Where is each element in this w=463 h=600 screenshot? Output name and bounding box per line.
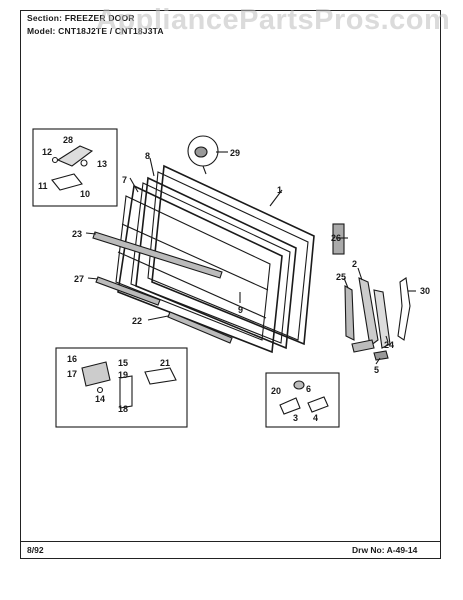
callout-17: 17: [67, 369, 77, 379]
inset-stop-parts: [265, 372, 340, 428]
callout-13: 13: [97, 159, 107, 169]
part-24-base-shape: [351, 339, 375, 353]
part-5-shape: [373, 350, 389, 361]
callout-27: 27: [74, 274, 84, 284]
leader-24: [385, 335, 389, 343]
liner-shelf-line-a: [121, 223, 269, 291]
handle-plate-shape: [51, 173, 83, 191]
footer-divider: [20, 541, 441, 542]
callout-30: 30: [420, 286, 430, 296]
callout-3: 3: [293, 413, 298, 423]
door-outer-panel: [151, 164, 315, 346]
leader-5: [375, 357, 381, 365]
footer-date: 8/92: [27, 545, 44, 555]
callout-4: 4: [313, 413, 318, 423]
leader-22: [147, 315, 169, 321]
callout-7: 7: [122, 175, 127, 185]
hinge-cover-shape: [144, 367, 177, 385]
stop-bracket-b-shape: [307, 396, 329, 413]
leader-2: [357, 267, 363, 281]
watermark: AppliancePartsPros.com: [96, 4, 451, 36]
leader-1: [269, 189, 283, 207]
callout-23: 23: [72, 229, 82, 239]
handle-clip-shape: [51, 156, 59, 164]
leader-23: [85, 232, 97, 235]
handle-screw-shape: [80, 159, 88, 167]
callout-26: 26: [331, 233, 341, 243]
callout-14: 14: [95, 394, 105, 404]
part-24-shape: [373, 289, 391, 349]
stop-bracket-a-shape: [279, 397, 301, 415]
callout-25: 25: [336, 272, 346, 282]
callout-15: 15: [118, 358, 128, 368]
footer-drawing-number: Drw No: A-49-14: [352, 545, 418, 555]
leader-7: [129, 177, 139, 193]
door-liner-recess: [115, 195, 271, 341]
hinge-plate-shape: [119, 375, 133, 409]
part-26-shape: [332, 223, 345, 255]
callout-20: 20: [271, 386, 281, 396]
model-title: Model: CNT18J2TE / CNT18J3TA: [27, 26, 164, 36]
leader-25: [343, 277, 349, 289]
bottom-shelf-bar: [167, 311, 233, 344]
hinge-screw-shape: [96, 386, 104, 394]
callout-12: 12: [42, 147, 52, 157]
door-liner: [117, 184, 283, 354]
callout-18: 18: [118, 404, 128, 414]
callout-19: 19: [118, 370, 128, 380]
part-2-shape: [358, 277, 379, 347]
callout-6: 6: [306, 384, 311, 394]
leader-27: [87, 277, 99, 280]
inset-hinge-parts: [55, 347, 188, 428]
callout-11: 11: [38, 181, 48, 191]
callout-16: 16: [67, 354, 77, 364]
callout-22: 22: [132, 316, 142, 326]
callout-9: 9: [238, 305, 243, 315]
page-frame: [20, 10, 441, 559]
cap-stem-line: [202, 165, 207, 175]
callout-2: 2: [352, 259, 357, 269]
callout-29: 29: [230, 148, 240, 158]
door-outer-inner-edge: [147, 171, 309, 341]
callout-5: 5: [374, 365, 379, 375]
liner-shelf-line-b: [117, 251, 267, 319]
section-title: Section: FREEZER DOOR: [27, 13, 135, 23]
inset-handle-parts: [32, 128, 118, 207]
callout-24: 24: [384, 340, 394, 350]
callout-28: 28: [63, 135, 73, 145]
upper-shelf-bar: [92, 231, 223, 279]
hinge-bracket-shape: [81, 361, 111, 387]
handle-cover-shape: [56, 145, 94, 167]
part-25-shape: [344, 285, 355, 341]
cap-part-shape: [194, 146, 208, 158]
lower-shelf-bar: [95, 276, 161, 306]
part-30-shape: [397, 277, 411, 341]
callout-21: 21: [160, 358, 170, 368]
callout-8: 8: [145, 151, 150, 161]
callout-10: 10: [80, 189, 90, 199]
stop-button-shape: [293, 380, 305, 390]
callout-1: 1: [277, 185, 282, 195]
leader-8: [149, 157, 155, 177]
